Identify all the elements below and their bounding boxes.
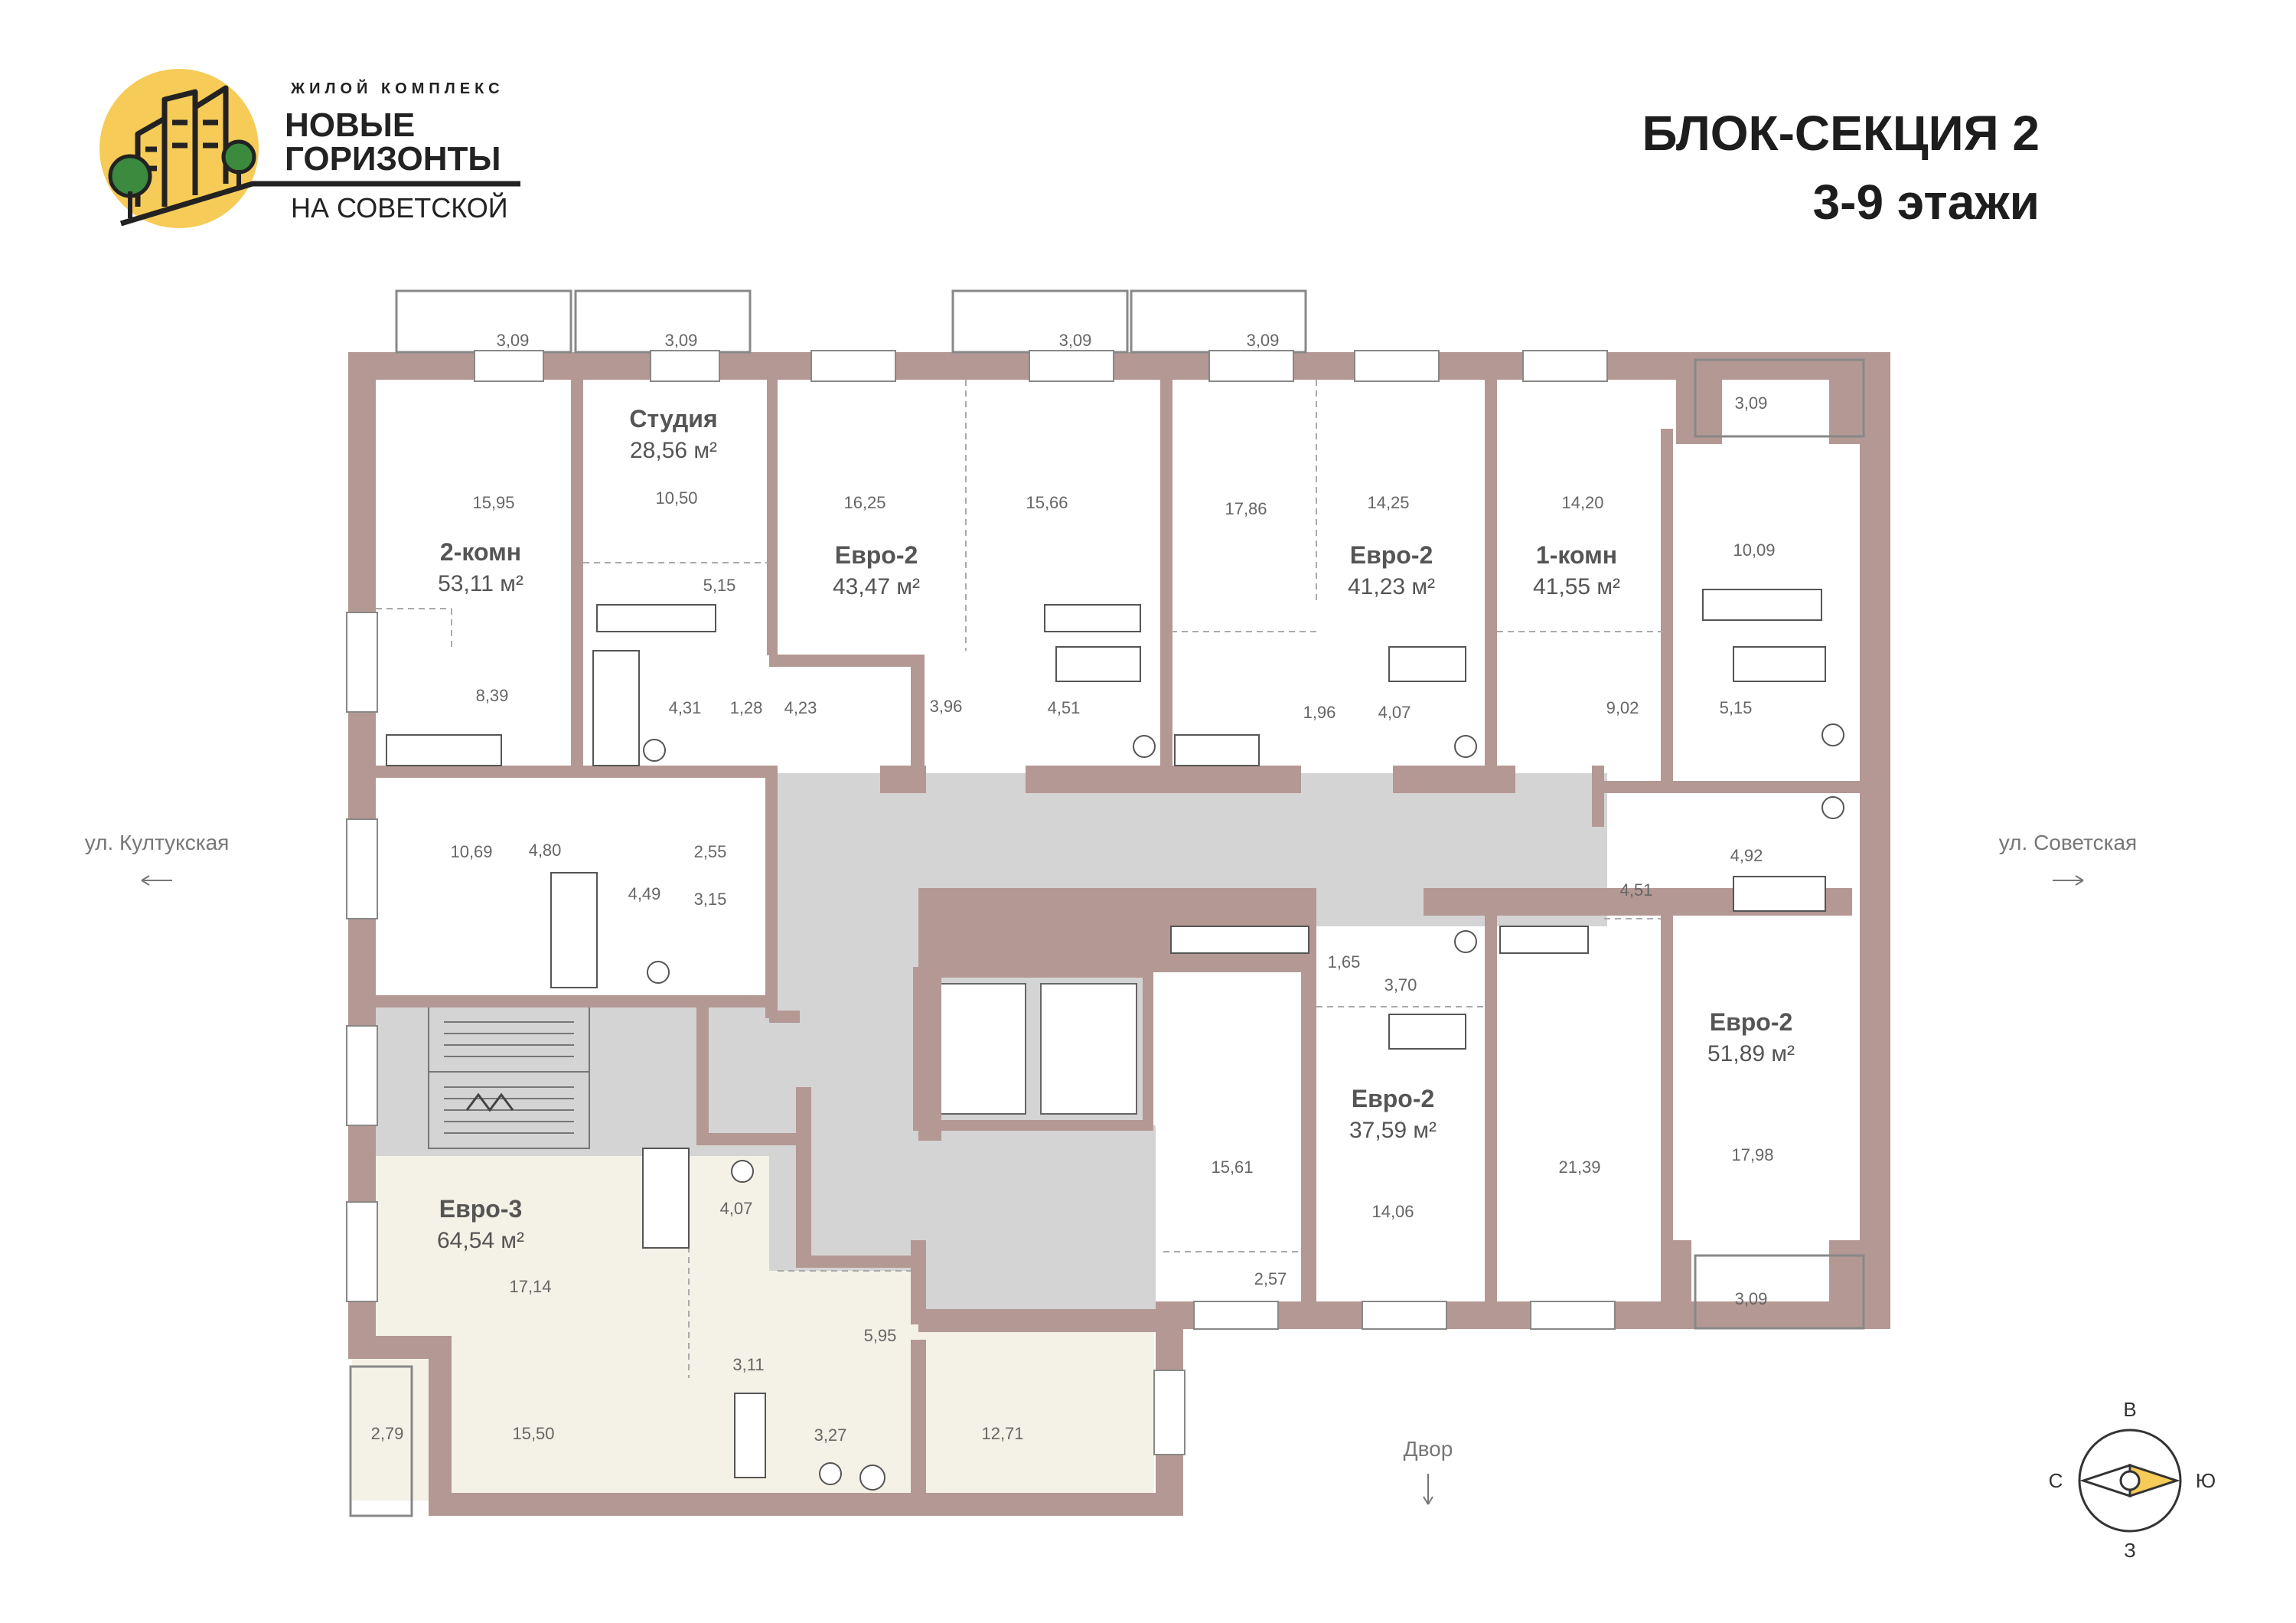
apartment-area: 64,54 м² [437,1228,524,1253]
room-area: 1,65 [1328,952,1361,972]
room-area: 16,25 [843,493,885,512]
room-area: 2,79 [371,1424,404,1443]
room-area: 9,02 [1606,698,1639,717]
room-area: 3,09 [1735,1289,1768,1308]
compass-label-right: Ю [2196,1469,2216,1492]
logo-caption: ЖИЛОЙ КОМПЛЕКС [290,79,504,97]
room-area: 4,07 [1378,703,1411,722]
room-area: 15,61 [1211,1158,1253,1177]
room-area: 4,49 [628,884,661,903]
room-area: 1,96 [1303,703,1336,722]
room-area: 5,15 [703,576,736,595]
compass-label-left: С [2049,1469,2063,1492]
room-area: 4,51 [1048,698,1081,717]
windows [346,350,1616,1455]
room-area: 4,92 [1730,846,1763,865]
room-area: 3,27 [814,1425,847,1445]
room-area: 5,95 [864,1326,897,1345]
elevator-shaft [913,967,1153,1131]
room-area: 10,50 [655,488,697,508]
room-area: 17,14 [509,1277,551,1296]
apartment-area: 41,23 м² [1348,574,1435,599]
room-area: 3,09 [497,331,530,350]
room-areas: 3,09 3,09 3,09 3,09 3,09 3,09 15,95 10,5… [371,331,1776,1445]
street-labels: ул. Култукская ул. Советская Двор [85,831,2137,1505]
logo-name-line2: ГОРИЗОНТЫ [285,140,501,178]
room-area: 3,09 [1247,331,1280,350]
apartment-area: 37,59 м² [1349,1118,1437,1143]
apartment-type: 2-комн [440,538,521,566]
apartment-area: 51,89 м² [1707,1041,1795,1066]
street-right: ул. Советская [1999,831,2137,854]
arrow-down-icon [1423,1474,1433,1505]
room-area: 10,09 [1733,540,1775,560]
logo-name-line1: НОВЫЕ [285,106,415,144]
logo-tree-left [108,154,152,198]
room-area: 15,66 [1026,493,1068,512]
building: Студия 28,56 м² 2-комн 53,11 м² Евро-2 4… [346,289,1890,1517]
room-area: 4,07 [720,1199,753,1218]
apartment-type: Евро-2 [1710,1008,1793,1036]
staircase [428,1006,590,1149]
room-area: 3,09 [1059,331,1092,350]
room-area: 1,28 [730,698,763,717]
room-area: 8,39 [476,686,509,705]
room-area: 3,15 [694,890,727,909]
room-area: 15,95 [472,493,514,512]
apartment-area: 28,56 м² [630,438,717,463]
room-area: 17,98 [1731,1145,1773,1164]
room-area: 14,06 [1371,1202,1414,1221]
room-area: 2,55 [694,842,727,861]
room-area: 17,86 [1225,499,1267,518]
apartment-area: 41,55 м² [1533,574,1620,599]
apartment-type: 1-комн [1536,541,1617,569]
room-area: 14,20 [1561,493,1603,512]
room-area: 14,25 [1367,493,1409,512]
room-area: 4,23 [784,698,817,717]
logo-tree-right [221,139,256,175]
room-area: 12,71 [981,1424,1023,1443]
room-area: 21,39 [1558,1158,1600,1177]
street-bottom: Двор [1404,1437,1453,1461]
compass: В З С Ю [2049,1398,2216,1562]
apartment-labels: Студия 28,56 м² 2-комн 53,11 м² Евро-2 4… [437,405,1795,1253]
apartment-type: Евро-2 [1352,1085,1435,1112]
room-area: 4,31 [669,698,702,717]
apartment-type: Студия [629,405,717,433]
apartment-type: Евро-3 [439,1195,523,1223]
apartment-type: Евро-2 [1350,541,1433,569]
bathroom-fixtures [386,589,1844,1491]
room-area: 3,70 [1384,975,1417,994]
room-area: 3,09 [665,331,698,350]
room-area: 15,50 [512,1424,554,1443]
room-area: 5,15 [1720,698,1753,717]
room-area: 4,51 [1620,880,1653,900]
arrow-left-icon [141,875,172,886]
page-subtitle: 3-9 этажи [1813,175,2040,230]
room-area: 4,80 [529,841,562,860]
apartment-type: Евро-2 [835,541,918,569]
room-area: 10,69 [450,842,492,861]
compass-label-top: В [2123,1398,2136,1421]
apartment-area: 43,47 м² [833,574,920,599]
room-area: 3,11 [732,1355,764,1374]
common-corridor [373,773,1607,1309]
room-area: 3,09 [1735,394,1768,413]
apartment-area: 53,11 м² [438,571,523,596]
zone-dividers [376,380,1668,1378]
page-title: БЛОК-СЕКЦИЯ 2 [1642,106,2040,161]
arrow-right-icon [2053,875,2084,886]
logo: ЖИЛОЙ КОМПЛЕКС НОВЫЕ ГОРИЗОНТЫ НА СОВЕТС… [99,69,520,228]
room-area: 3,96 [930,697,963,716]
logo-name-line3: НА СОВЕТСКОЙ [291,191,508,224]
compass-label-bottom: З [2124,1539,2136,1562]
street-left: ул. Култукская [85,831,230,854]
room-area: 2,57 [1254,1269,1287,1288]
